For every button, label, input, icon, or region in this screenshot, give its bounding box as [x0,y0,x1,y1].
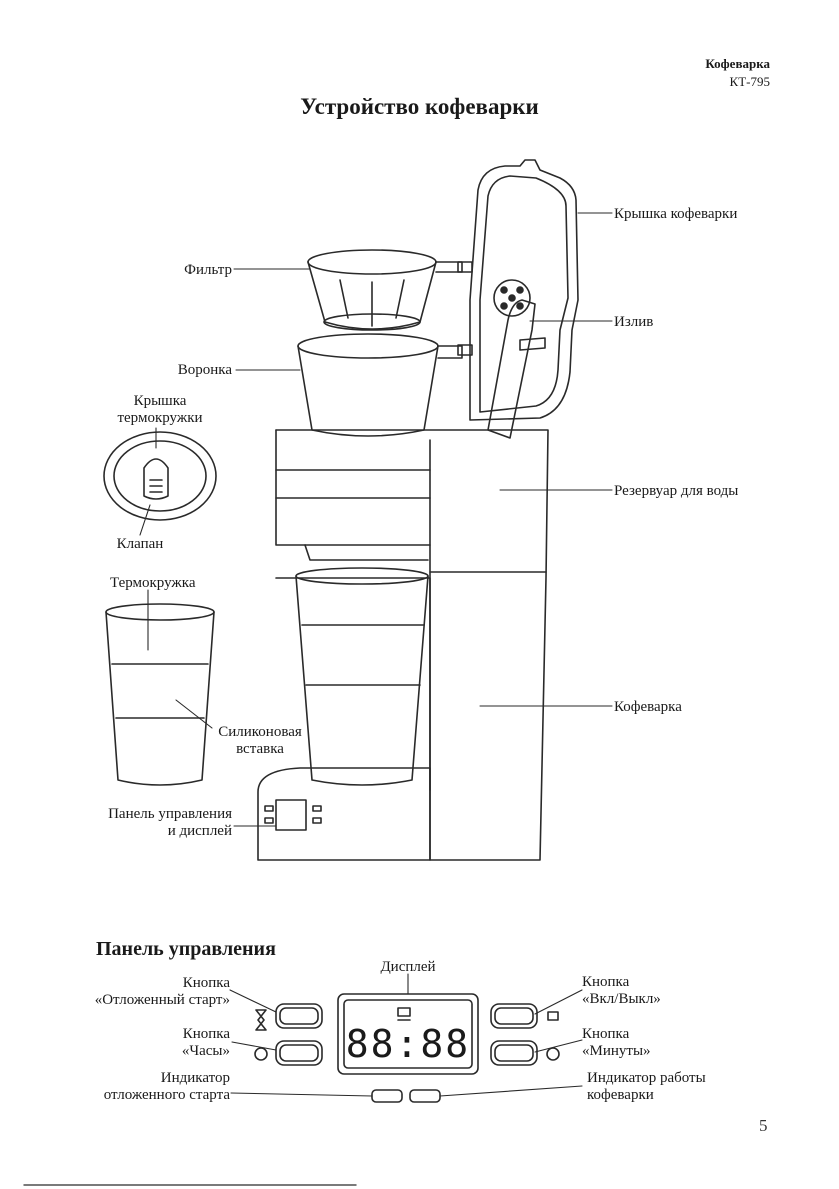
label-delay-btn-line2: «Отложенный старт» [94,992,230,1008]
label-work-ind-line2: кофеварки [587,1087,654,1103]
clock-icon [254,1047,268,1061]
label-panel-line1: Панель управления [108,806,232,822]
leader-lines [139,212,613,827]
page-title: Устройство кофеварки [300,94,539,119]
control-panel-heading: Панель управления [96,938,276,960]
label-clock-btn-line2: «Часы» [181,1043,230,1059]
label-panel-line2: и дисплей [167,823,232,839]
label-mug-lid-line2: термокружки [117,410,203,426]
control-panel-drawing [229,973,583,1103]
model-label: КТ-795 [729,74,770,89]
lid-drawing [457,159,579,421]
label-delay-ind-line2: отложенного старта [103,1087,230,1103]
delay-start-indicator [371,1089,403,1103]
page-number: 5 [759,1116,768,1135]
label-power-btn-line1: Кнопка [582,974,630,990]
display-digits: 88:88 [345,1022,471,1066]
label-reservoir: Резервуар для воды [614,483,739,499]
label-insert-line2: вставка [236,741,284,757]
brand-label: Кофеварка [705,56,770,71]
hourglass-icon [255,1009,267,1031]
label-delay-ind-line1: Индикатор [160,1070,230,1086]
label-filter: Фильтр [184,262,232,278]
base-drawing [257,767,431,861]
label-display: Дисплей [380,959,436,975]
label-work-ind-line1: Индикатор работы [587,1070,706,1086]
label-mug-lid-line1: Крышка [133,393,187,409]
label-coffee-maker: Кофеварка [614,699,682,715]
delay-start-button[interactable] [275,1003,323,1029]
label-thermo-mug: Термокружка [110,575,196,591]
label-power-btn-line2: «Вкл/Выкл» [582,991,661,1007]
clock-button[interactable] [275,1040,323,1066]
filter-drawing [307,249,463,331]
label-minutes-btn-line1: Кнопка [582,1026,630,1042]
label-clock-btn-line1: Кнопка [182,1026,230,1042]
label-funnel: Воронка [177,362,232,378]
work-indicator [409,1089,441,1103]
label-spout: Излив [614,314,654,330]
body-drawing [275,429,549,861]
label-delay-btn-line1: Кнопка [182,975,230,991]
spout-drawing [487,279,546,439]
thermo-mug-drawing [105,603,215,786]
power-button[interactable] [490,1003,538,1029]
inner-mug-drawing [295,567,429,786]
label-lid: Крышка кофеварки [614,206,738,222]
mug-lid-drawing [103,431,217,521]
funnel-drawing [297,333,463,437]
cup-icon [547,1011,559,1021]
label-minutes-btn-line2: «Минуты» [582,1043,651,1059]
minutes-button[interactable] [490,1040,538,1066]
label-insert-line1: Силиконовая [218,724,302,740]
label-valve: Клапан [116,536,164,552]
minutes-clock-icon [546,1047,560,1061]
